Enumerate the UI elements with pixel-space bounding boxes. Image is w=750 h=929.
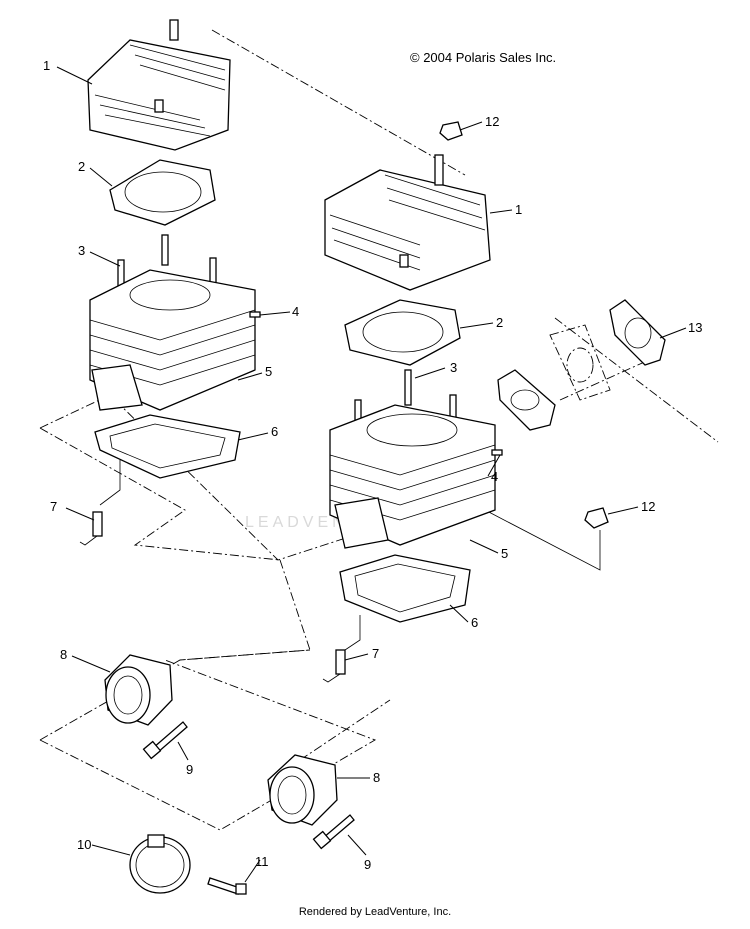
callout-7: 7 — [372, 646, 379, 661]
head-gasket-right — [344, 299, 461, 366]
intake-boot-right — [267, 754, 338, 826]
callout-5: 5 — [501, 546, 508, 561]
callout-10: 10 — [77, 837, 91, 852]
callout-13: 13 — [688, 320, 702, 335]
callout-4: 4 — [491, 469, 498, 484]
callout-1: 1 — [43, 58, 50, 73]
callout-7: 7 — [50, 499, 57, 514]
exhaust-gaskets — [497, 299, 666, 431]
clamp-screw — [207, 877, 247, 895]
cylinder-head-right — [324, 154, 491, 291]
callout-3: 3 — [78, 243, 85, 258]
fitting-left — [79, 511, 103, 546]
intake-boot-left — [104, 654, 173, 726]
screw-right — [312, 814, 355, 850]
callout-12: 12 — [485, 114, 499, 129]
callout-3: 3 — [450, 360, 457, 375]
copyright-notice: © 2004 Polaris Sales Inc. — [410, 50, 557, 65]
cylinder-right — [329, 369, 503, 549]
screw-left — [142, 721, 188, 760]
callout-4: 4 — [292, 304, 299, 319]
base-gasket-left — [94, 414, 241, 479]
nut-top — [439, 121, 463, 141]
callout-8: 8 — [60, 647, 67, 662]
base-gasket-right — [339, 554, 471, 623]
fitting-right — [322, 649, 346, 683]
callout-12: 12 — [641, 499, 655, 514]
callout-11: 11 — [255, 854, 269, 869]
hose-clamp — [129, 834, 191, 894]
callout-2: 2 — [78, 159, 85, 174]
cylinder-left — [89, 234, 261, 411]
callout-6: 6 — [271, 424, 278, 439]
callout-5: 5 — [265, 364, 272, 379]
callout-6: 6 — [471, 615, 478, 630]
callout-9: 9 — [186, 762, 193, 777]
leader-lines — [56, 66, 687, 883]
head-gasket-left — [109, 159, 216, 226]
nut-right — [584, 507, 609, 529]
callout-8: 8 — [373, 770, 380, 785]
callout-2: 2 — [496, 315, 503, 330]
render-credit: Rendered by LeadVenture, Inc. — [298, 906, 452, 918]
callout-9: 9 — [364, 857, 371, 872]
callout-1: 1 — [515, 202, 522, 217]
callout-labels: 1 2 3 4 5 6 7 12 1 2 3 4 5 6 13 12 7 8 9… — [43, 58, 702, 872]
cylinder-head-left — [87, 19, 231, 151]
